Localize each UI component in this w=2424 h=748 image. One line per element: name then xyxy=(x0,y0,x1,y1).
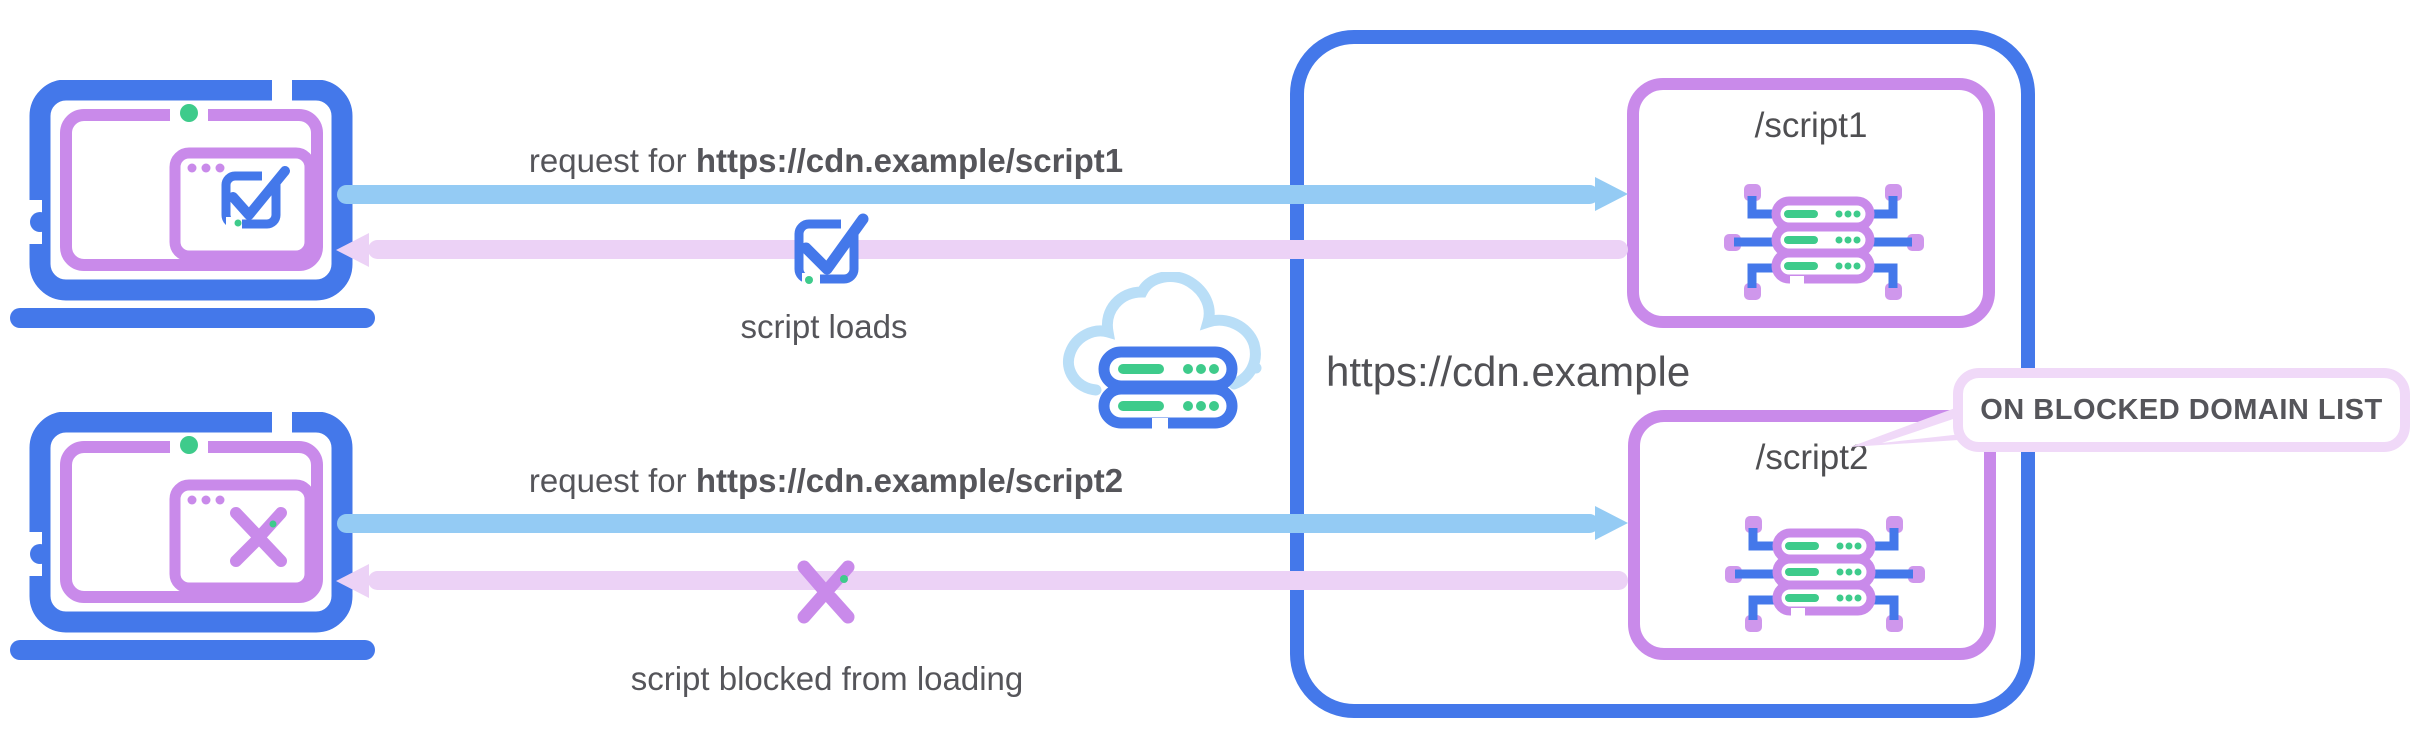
cdn-domain-label: https://cdn.example xyxy=(1326,348,1691,395)
request-arrow-2 xyxy=(337,514,1599,533)
endpoint-script1-box: /script1 xyxy=(1627,78,1995,328)
request-label-2-url: https://cdn.example/script2 xyxy=(695,462,1124,499)
result-label-2: script blocked from loading xyxy=(630,660,1024,697)
request-label-1-prefix: request for xyxy=(528,142,696,179)
server-rack-icon xyxy=(1724,184,1924,300)
cloud-server-icon xyxy=(1063,272,1262,430)
response-arrowhead-1 xyxy=(336,233,369,267)
cross-icon xyxy=(797,560,855,624)
request-label-1-url: https://cdn.example/script1 xyxy=(695,142,1124,179)
endpoint-script2-label: /script2 xyxy=(1755,438,1869,477)
endpoint-script2-box: /script2 xyxy=(1628,410,1996,660)
browser-check-icon xyxy=(221,166,290,231)
response-arrowhead-2 xyxy=(336,564,369,598)
request-label-2: request for https://cdn.example/script2 xyxy=(426,462,1226,500)
endpoint-script1-label: /script1 xyxy=(1754,106,1868,145)
server-rack-icon xyxy=(1725,516,1925,632)
check-icon xyxy=(794,213,869,285)
request-arrowhead-1 xyxy=(1595,177,1628,211)
speech-bubble-tail xyxy=(1850,401,1974,447)
blocked-domain-callout-text: ON BLOCKED DOMAIN LIST xyxy=(1980,393,2383,426)
request-label-2-prefix: request for xyxy=(528,462,696,499)
request-arrow-1 xyxy=(337,185,1599,204)
request-arrowhead-2 xyxy=(1595,506,1628,540)
response-arrow-2 xyxy=(368,571,1628,590)
request-label-1: request for https://cdn.example/script1 xyxy=(426,142,1226,180)
result-label-1: script loads xyxy=(740,308,908,345)
response-arrow-1 xyxy=(368,240,1628,259)
laptop-blocked-icon xyxy=(10,412,375,660)
blocked-domain-callout: ON BLOCKED DOMAIN LIST xyxy=(1953,368,2410,452)
laptop-check-icon xyxy=(10,80,375,328)
